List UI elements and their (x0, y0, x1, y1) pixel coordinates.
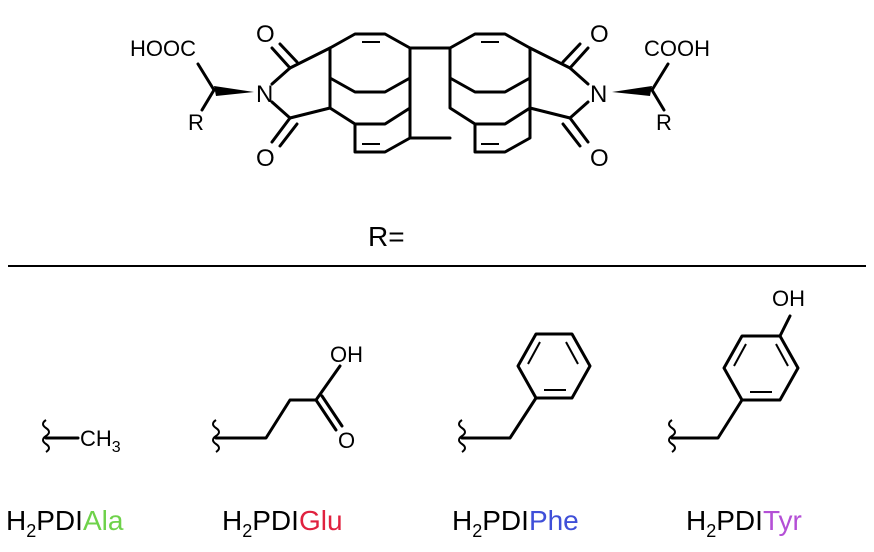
glu-o-label: O (338, 428, 355, 453)
oxygen-top-right-label: O (590, 21, 609, 48)
imide-right: N O O (528, 21, 609, 172)
name-ala: H2PDIAla (6, 505, 124, 541)
nitrogen-left-label: N (256, 81, 273, 108)
substituent-phe (458, 332, 592, 453)
naphthalene-left (328, 32, 412, 154)
substituent-glu: OH O (212, 342, 363, 453)
oxygen-bottom-right-label: O (590, 145, 609, 172)
substituent-ala: CH3 (42, 419, 121, 456)
left-r-label: R (188, 110, 204, 135)
r-equals-label: R= (368, 221, 405, 252)
oxygen-bottom-left-label: O (256, 145, 275, 172)
left-acid-label: HOOC (130, 36, 196, 61)
name-phe: H2PDIPhe (452, 505, 579, 541)
svg-text:CH3: CH3 (80, 426, 121, 456)
imide-left: N O O (256, 21, 332, 172)
glu-oh-label: OH (330, 342, 363, 367)
ala-formula: CH (80, 426, 112, 451)
naphthalene-right (448, 32, 532, 154)
right-r-label: R (656, 110, 672, 135)
name-glu: H2PDIGlu (222, 505, 343, 541)
oxygen-top-left-label: O (256, 21, 275, 48)
perylene-core: N O O N O O HOOC R (130, 21, 710, 172)
name-tyr: H2PDITyr (686, 505, 802, 541)
amino-acid-arm-right: COOH R (612, 36, 710, 135)
ala-formula-sub: 3 (112, 439, 121, 456)
substituent-tyr: OH (668, 286, 805, 453)
tyr-oh-label: OH (772, 286, 805, 311)
amino-acid-arm-left: HOOC R (130, 36, 254, 135)
right-acid-label: COOH (644, 36, 710, 61)
nitrogen-right-label: N (590, 81, 607, 108)
